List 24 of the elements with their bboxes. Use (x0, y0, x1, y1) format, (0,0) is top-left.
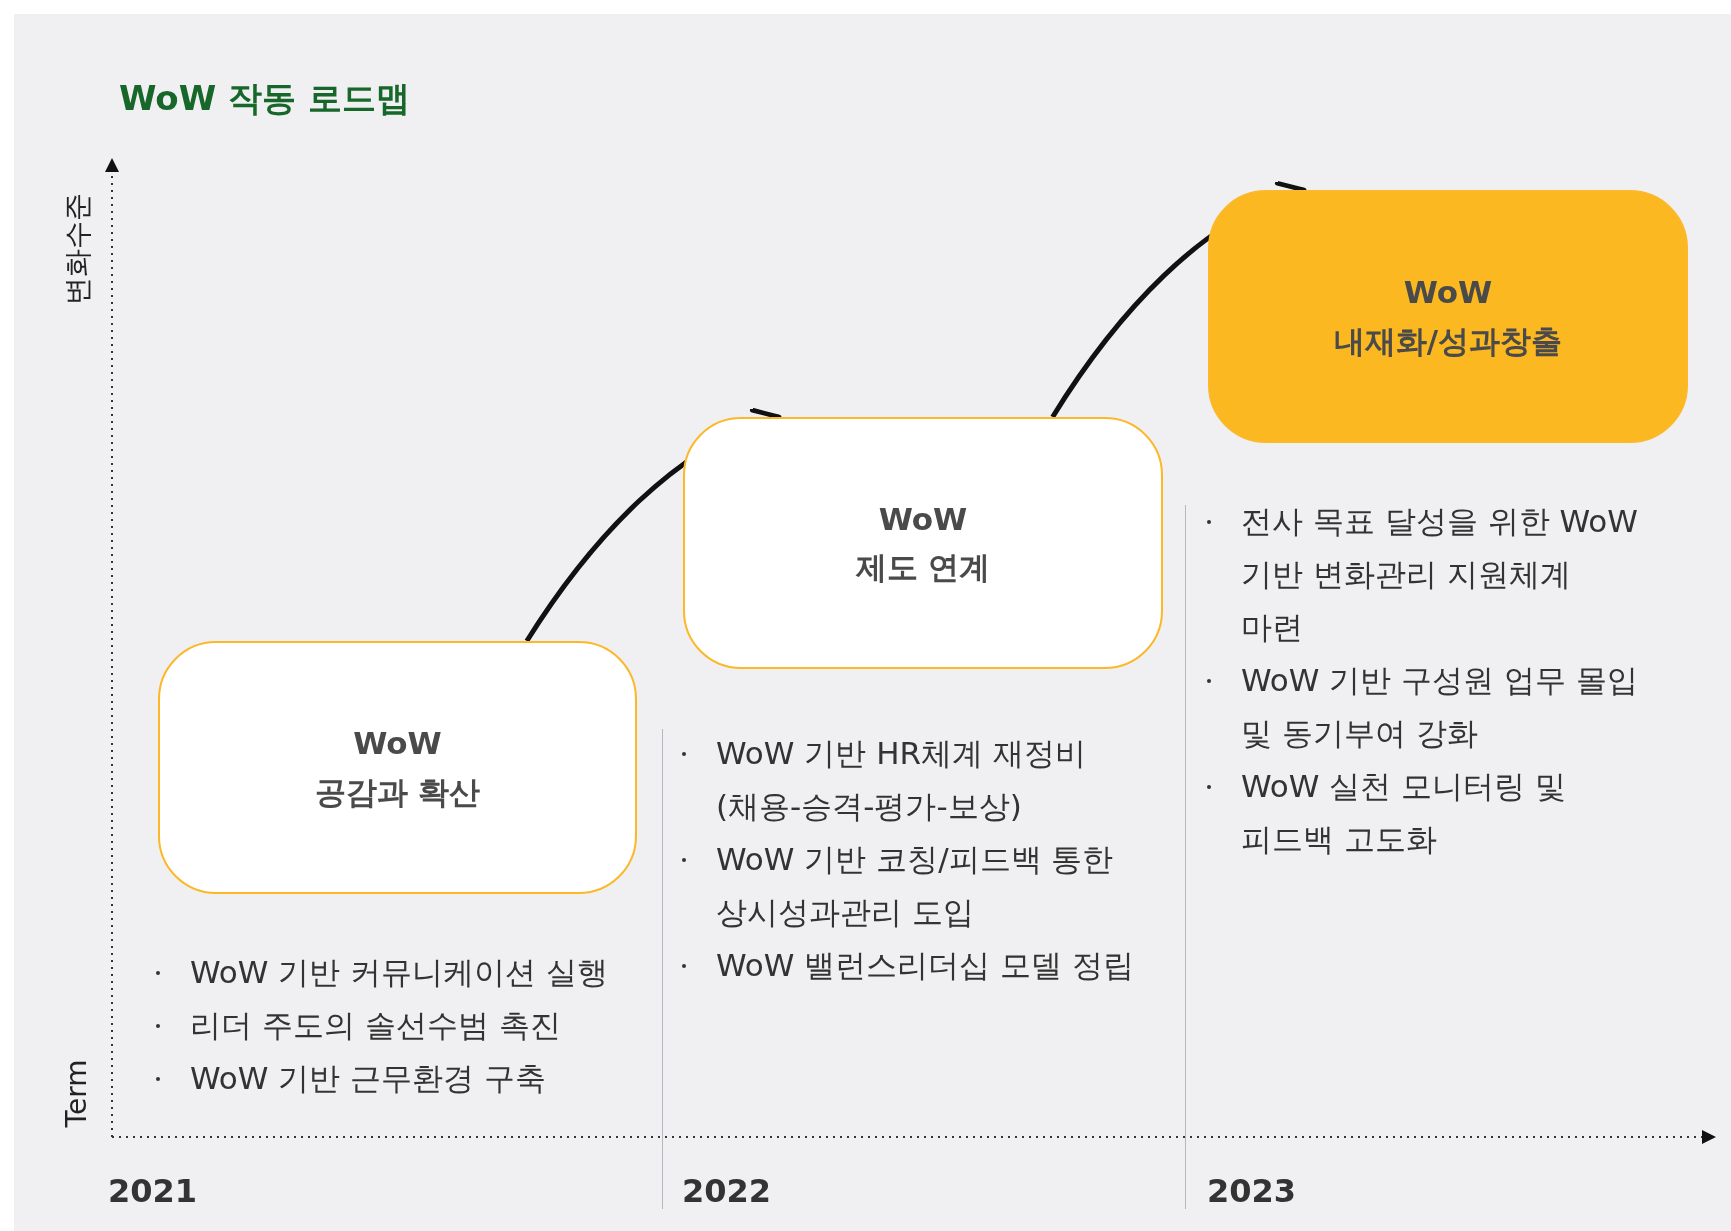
stage-text: WoW (1403, 273, 1493, 313)
stage-text: WoW (353, 724, 442, 764)
stage-text: 공감과 확산 (314, 772, 481, 812)
stage-box (683, 417, 1163, 669)
stage-box (1208, 190, 1688, 443)
year-label: 2023 (1207, 1172, 1297, 1210)
stage-text: WoW (878, 499, 968, 539)
year-label: 2022 (682, 1172, 772, 1210)
bullet-item: 리더 주도의 솔선수범 촉진 (150, 999, 670, 1052)
y-axis-label: 변화수준 (60, 193, 95, 305)
bullet-item: WoW 밸런스리더십 모델 정립 (676, 939, 1156, 992)
stage-text: 내재화/성과창출 (1333, 321, 1563, 361)
x-axis-label: Term (60, 1059, 94, 1128)
diagram-title: WoW 작동 로드맵 (119, 77, 410, 120)
bullet-item: WoW 기반 구성원 업무 몰입 및 동기부여 강화 (1201, 654, 1661, 760)
bullet-item: WoW 기반 코칭/피드백 통한 상시성과관리 도입 (676, 833, 1146, 939)
bullet-item: WoW 기반 HR체계 재정비 (채용-승격-평가-보상) (676, 727, 1146, 833)
bullet-item: 전사 목표 달성을 위한 WoW 기반 변화관리 지원체계 마련 (1201, 495, 1641, 654)
bullet-item: WoW 기반 근무환경 구축 (150, 1052, 670, 1105)
bullet-item: WoW 기반 커뮤니케이션 실행 (150, 946, 670, 999)
year-label: 2021 (108, 1172, 198, 1210)
stage-box (158, 641, 637, 894)
stage-text: 제도 연계 (855, 548, 991, 587)
bullet-item: WoW 실천 모니터링 및 피드백 고도화 (1201, 760, 1621, 866)
